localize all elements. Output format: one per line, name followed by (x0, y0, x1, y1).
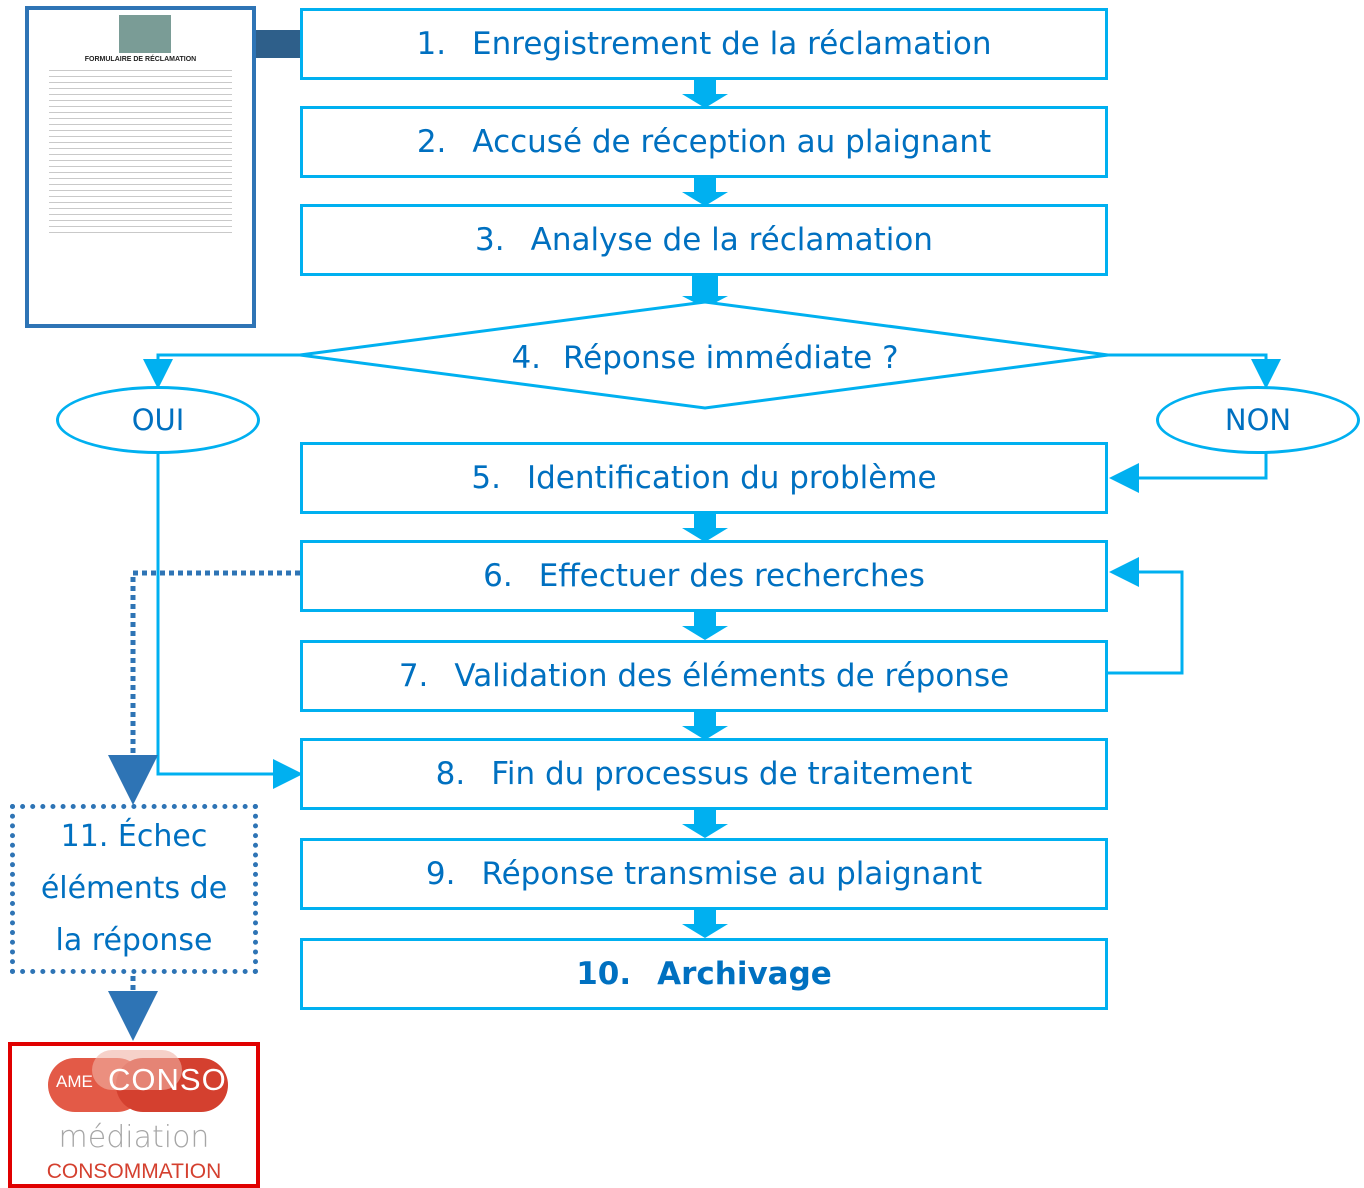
ameconso-logo: AME CONSO médiation CONSOMMATION (8, 1042, 260, 1188)
down-arrow-5-6 (682, 514, 728, 542)
down-arrow-6-7 (682, 612, 728, 640)
step-8-box: 8. Fin du processus de traitement (300, 738, 1108, 810)
step-6-box: 6. Effectuer des recherches (300, 540, 1108, 612)
logo-bubble (92, 1050, 182, 1090)
step-9-box: 9. Réponse transmise au plaignant (300, 838, 1108, 910)
step-number: 9. (425, 856, 456, 892)
non-to-step5-line (1109, 452, 1268, 493)
loop-7-to-6-line (1108, 557, 1184, 675)
complaint-form-thumbnail: FORMULAIRE DE RÉCLAMATION (25, 6, 256, 328)
failure-line-2: éléments de (40, 871, 228, 906)
step-1-box: 1. Enregistrement de la réclamation (300, 8, 1108, 80)
logo-text-conso: CONSO (108, 1062, 227, 1097)
step-number: 6. (483, 558, 513, 594)
step-number: 2. (416, 124, 447, 160)
step-4-decision: 4. Réponse immédiate ? (400, 336, 1010, 380)
step-label: Analyse de la réclamation (530, 222, 933, 258)
step-label: Validation des éléments de réponse (454, 658, 1010, 694)
step-label: Identification du problème (526, 460, 937, 496)
oui-branch: OUI (56, 386, 260, 454)
step-3-box: 3. Analyse de la réclamation (300, 204, 1108, 276)
step-label: Archivage (657, 956, 832, 992)
step-label: Enregistrement de la réclamation (472, 26, 992, 62)
step-label: Effectuer des recherches (538, 558, 925, 594)
down-arrow-8-9 (682, 810, 728, 838)
failure-box: 11. Échec éléments de la réponse (10, 804, 258, 974)
step-2-box: 2. Accusé de réception au plaignant (300, 106, 1108, 178)
down-arrows (682, 80, 728, 938)
logo-text-consommation: CONSOMMATION (46, 1160, 222, 1183)
failure-line-1: 11. Échec (60, 819, 208, 854)
logo-text-mediation: médiation (58, 1120, 210, 1155)
non-branch: NON (1156, 386, 1360, 454)
branch-non-line (1108, 353, 1281, 389)
down-arrow-2-3 (682, 178, 728, 206)
form-title: FORMULAIRE DE RÉCLAMATION (84, 56, 197, 63)
dotted-6-to-failure (108, 570, 300, 805)
step-5-box: 5. Identification du problème (300, 442, 1108, 514)
form-logo (119, 15, 171, 53)
down-arrow-3-4 (682, 276, 728, 308)
step-number: 8. (435, 756, 466, 792)
down-arrow-9-10 (682, 910, 728, 938)
logo-text-ame: AME (56, 1072, 93, 1091)
down-arrow-7-8 (682, 712, 728, 740)
step-number: 7. (398, 658, 429, 694)
step-label: Accusé de réception au plaignant (472, 124, 992, 160)
step-label: Réponse transmise au plaignant (481, 856, 983, 892)
failure-line-3: la réponse (55, 923, 213, 958)
step-label: Fin du processus de traitement (491, 756, 973, 792)
form-lines (49, 70, 232, 238)
step-7-box: 7. Validation des éléments de réponse (300, 640, 1108, 712)
branch-oui-line (143, 353, 300, 389)
step-10-box: 10. Archivage (300, 938, 1108, 1010)
oui-to-step8-line (156, 454, 303, 789)
step-number: 10. (576, 956, 632, 992)
step-number: 5. (471, 460, 501, 496)
down-arrow-1-2 (682, 80, 728, 108)
step-number: 3. (475, 222, 505, 258)
step-label: Réponse immédiate ? (563, 340, 899, 376)
step-number: 1. (416, 26, 447, 62)
step-number: 4. (511, 340, 542, 376)
